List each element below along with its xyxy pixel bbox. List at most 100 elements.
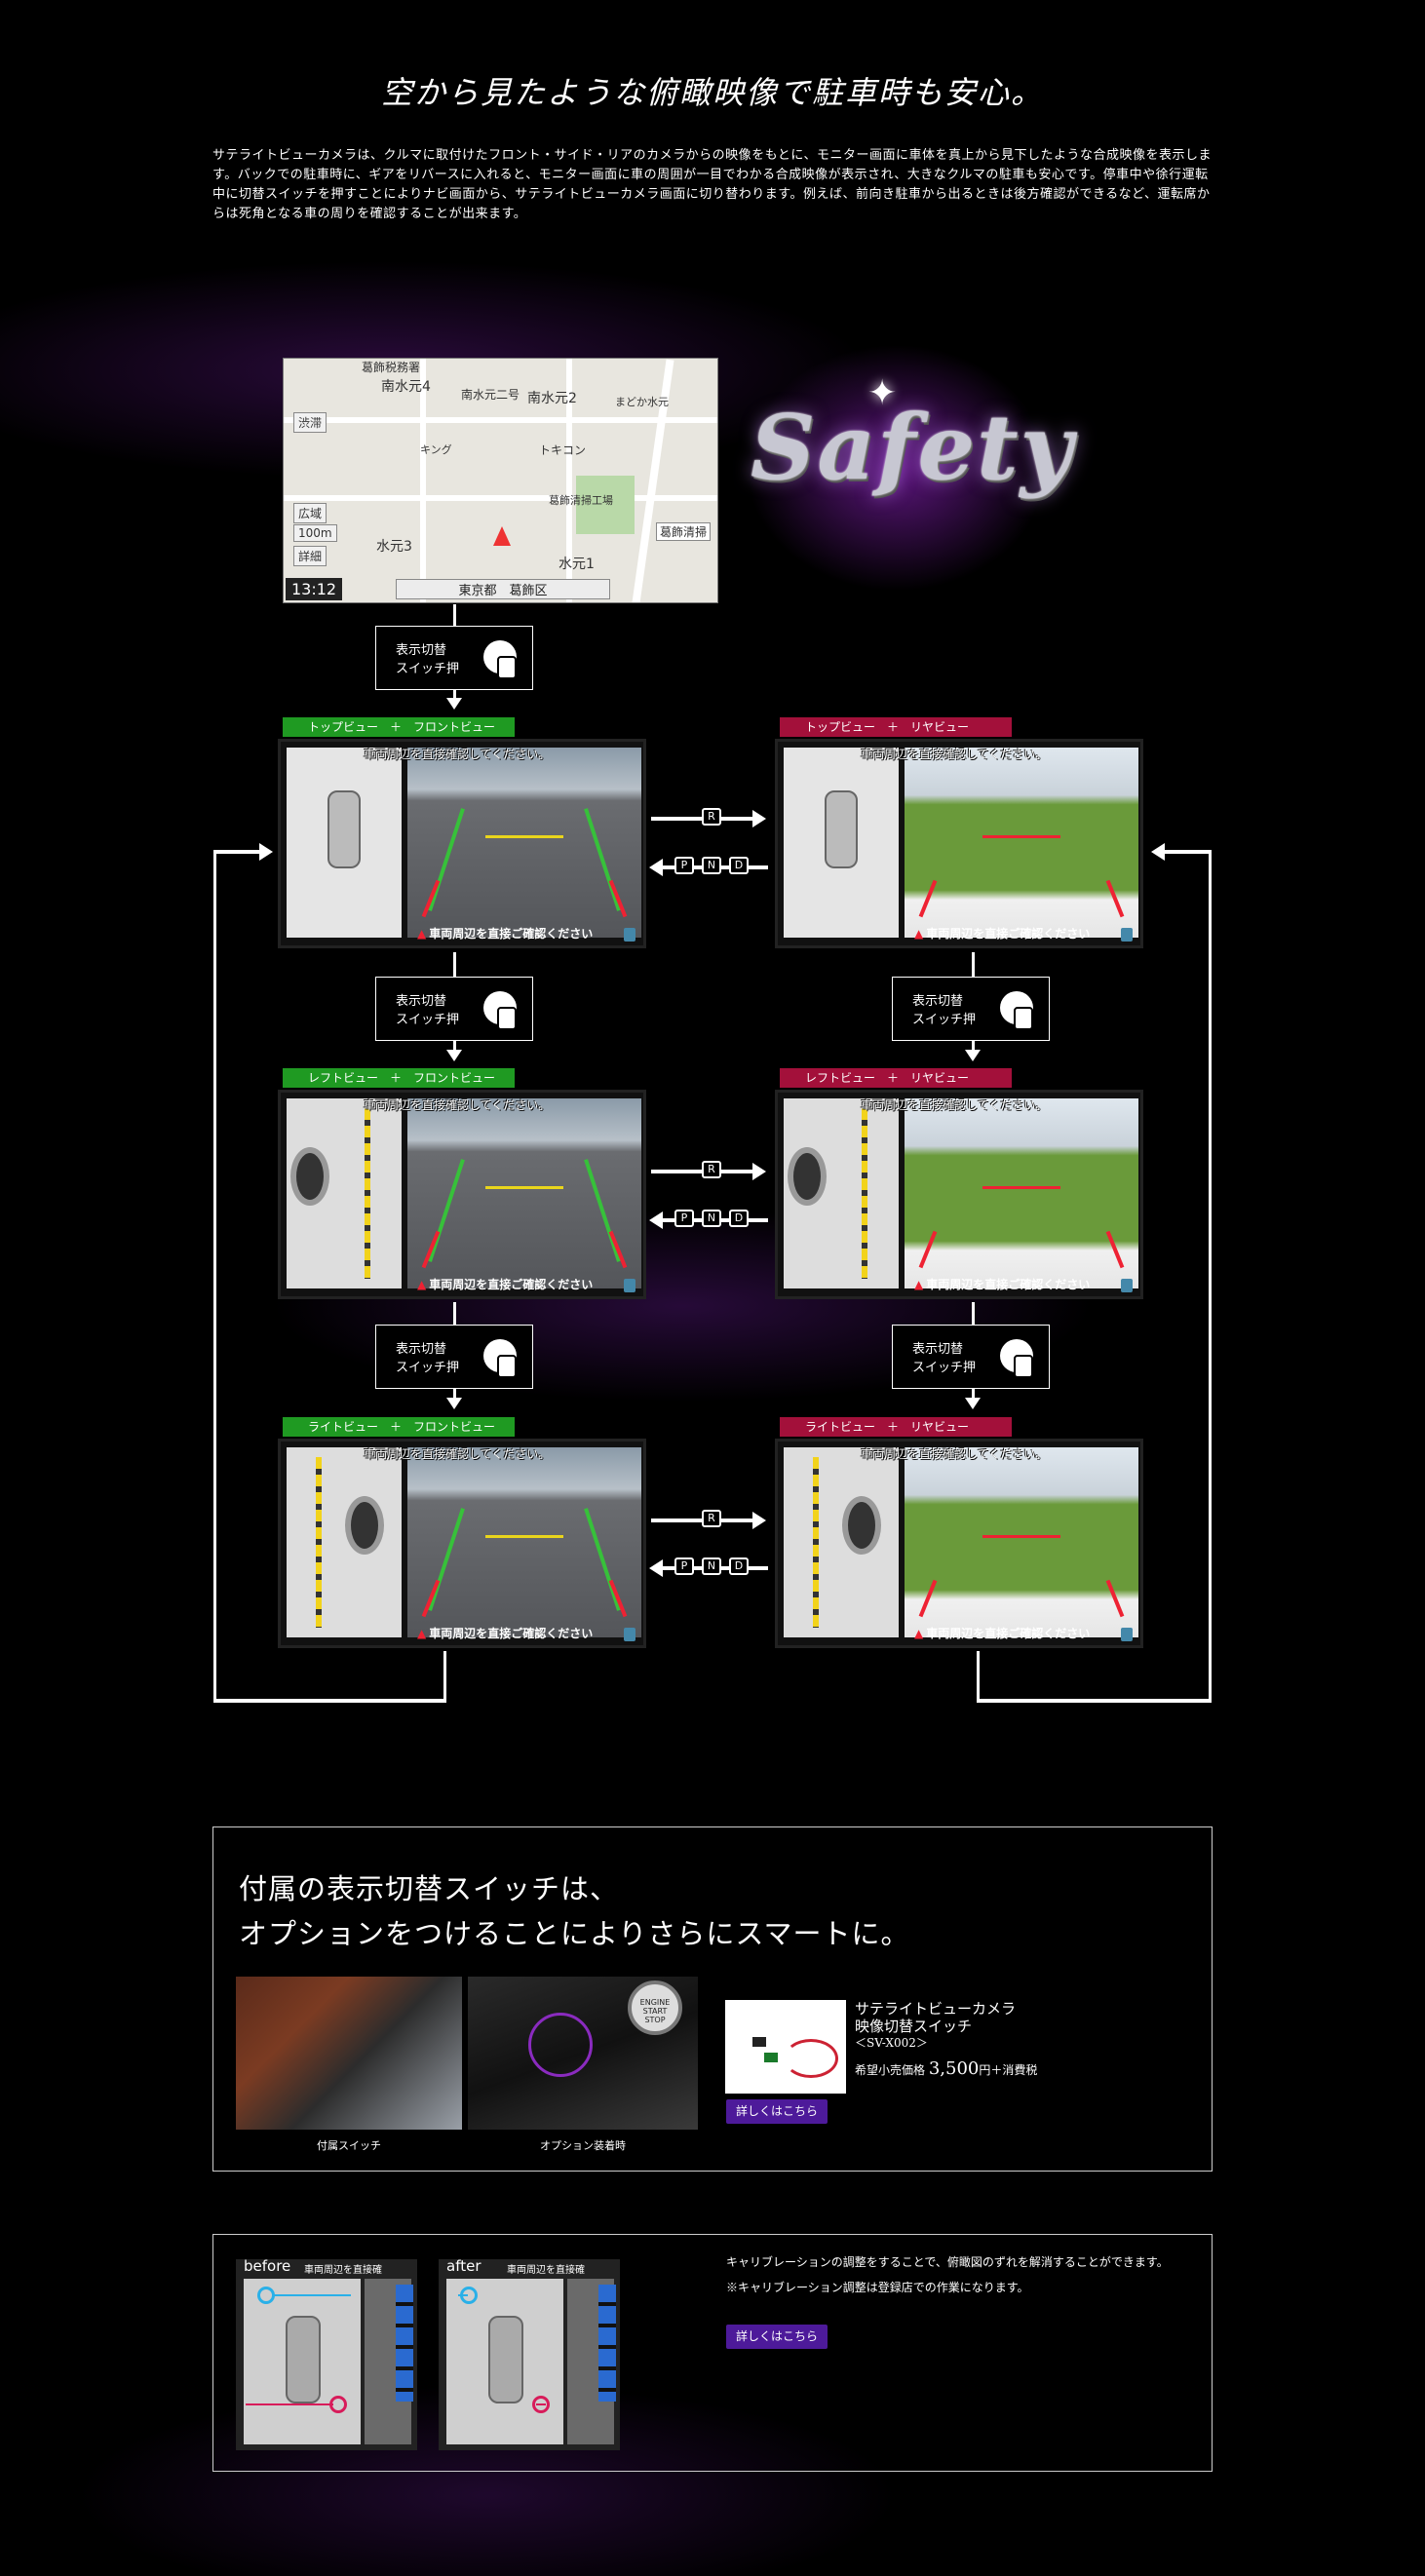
arrow-right-icon xyxy=(259,843,273,861)
switch-label: スイッチ押 xyxy=(912,1013,977,1027)
gear-d-key: D xyxy=(729,1210,749,1227)
map-label: 南水元2 xyxy=(527,391,577,406)
navigation-map: 葛飾税務署 南水元4 南水元二号 南水元2 まどか水元 キング トキコン 葛飾清… xyxy=(283,358,718,603)
arrow-left-icon xyxy=(649,1211,663,1229)
car-top-icon xyxy=(286,2316,321,2403)
product-price: 希望小売価格 3,500円＋消費税 xyxy=(855,2058,1037,2079)
hand-press-icon xyxy=(483,991,517,1030)
map-label: 葛飾清掃 xyxy=(656,522,712,541)
arrow-down-icon xyxy=(446,698,462,710)
product-name-line: サテライトビューカメラ xyxy=(855,2000,1017,2018)
loop-line xyxy=(1209,850,1212,1703)
arrow-down-icon xyxy=(965,1050,981,1061)
gear-d-key: D xyxy=(729,857,749,874)
gear-d-key: D xyxy=(729,1557,749,1575)
hand-press-icon xyxy=(483,640,517,679)
display-switch-box: 表示切替 スイッチ押 xyxy=(892,977,1050,1041)
calibration-details-button[interactable]: 詳しくはこちら xyxy=(726,2325,828,2349)
product-name: サテライトビューカメラ 映像切替スイッチ xyxy=(855,2000,1016,2035)
loop-line xyxy=(213,1699,446,1703)
panel-caption-top: 車両周辺を直接確認してください。 xyxy=(861,748,1048,761)
gear-r-key: R xyxy=(702,1510,721,1527)
loop-line xyxy=(213,850,216,1703)
product-name-line: 映像切替スイッチ xyxy=(855,2018,973,2035)
hero-description: サテライトビューカメラは、クルマに取付けたフロント・サイド・リアのカメラからの映… xyxy=(212,148,1212,221)
gear-n-key: N xyxy=(702,857,721,874)
panel-caption-bottom: 車両周辺を直接ご確認ください xyxy=(914,1276,1090,1292)
product-image xyxy=(725,2000,846,2094)
gear-n-key: N xyxy=(702,1210,721,1227)
map-label: 葛飾税務署 xyxy=(362,361,421,374)
calibration-section xyxy=(212,2234,1213,2472)
arrow-left-icon xyxy=(649,1559,663,1577)
arrow-down-icon xyxy=(446,1050,462,1061)
panel-right-rear: 車両周辺を直接確認してください。 車両周辺を直接ご確認ください xyxy=(775,1439,1143,1648)
arrow-right-icon xyxy=(752,810,766,827)
screen-header: 車両周辺を直接確 xyxy=(304,2265,382,2276)
gear-p-key: P xyxy=(674,1557,694,1575)
loop-line xyxy=(977,1651,980,1702)
panel-caption-bottom: 車両周辺を直接ご確認ください xyxy=(417,1276,593,1292)
panel-tag-right-front: ライトビュー ＋ フロントビュー xyxy=(283,1417,515,1437)
arrow-right-icon xyxy=(752,1163,766,1180)
price-value: 3,500 xyxy=(928,2058,980,2079)
flow-line xyxy=(453,604,456,626)
option-switch-photo: ENGINE START STOP xyxy=(468,1977,698,2130)
sparkle-icon: ✦ xyxy=(867,373,898,413)
panel-caption-top: 車両周辺を直接確認してください。 xyxy=(364,1098,551,1112)
calibration-before-image: 車両周辺を直接確 xyxy=(236,2259,417,2450)
map-label: 水元3 xyxy=(376,539,412,555)
hand-press-icon xyxy=(483,1339,517,1378)
switch-label: スイッチ押 xyxy=(912,1361,977,1375)
product-code: ＜SV-X002＞ xyxy=(855,2036,928,2050)
loop-line xyxy=(443,1651,446,1702)
map-label: キング xyxy=(420,443,452,456)
panel-caption-top: 車両周辺を直接確認してください。 xyxy=(364,1447,551,1461)
photo-caption: 付属スイッチ xyxy=(317,2139,381,2152)
option-title: 付属の表示切替スイッチは、 オプションをつけることによりさらにスマートに。 xyxy=(239,1866,910,1956)
calibration-description: キャリブレーションの調整をすることで、俯瞰図のずれを解消することができます。 xyxy=(726,2255,1169,2269)
marker-circle-icon xyxy=(257,2287,275,2304)
panel-top-rear: 車両周辺を直接確認してください。 車両周辺を直接ご確認ください xyxy=(775,739,1143,948)
arrow-down-icon xyxy=(965,1398,981,1409)
marker-circle-icon xyxy=(532,2396,550,2413)
current-position-icon xyxy=(493,526,511,546)
after-label: after xyxy=(446,2257,481,2275)
price-suffix: 円＋消費税 xyxy=(979,2063,1038,2077)
panel-caption-top: 車両周辺を直接確認してください。 xyxy=(861,1098,1048,1112)
panel-tag-top-rear: トップビュー ＋ リヤビュー xyxy=(780,717,1012,737)
hand-press-icon xyxy=(1000,991,1033,1030)
option-details-button[interactable]: 詳しくはこちら xyxy=(726,2099,828,2124)
display-switch-box: 表示切替 スイッチ押 xyxy=(375,1325,533,1389)
gear-r-key: R xyxy=(702,808,721,826)
before-label: before xyxy=(244,2257,291,2275)
map-label: 葛飾清掃工場 xyxy=(549,494,613,507)
price-prefix: 希望小売価格 xyxy=(855,2063,926,2077)
switch-label: 表示切替 xyxy=(912,994,964,1009)
settings-icon xyxy=(624,1279,635,1292)
map-detail-button[interactable]: 詳細 xyxy=(293,546,327,566)
panel-caption-bottom: 車両周辺を直接ご確認ください xyxy=(914,925,1090,942)
marker-circle-icon xyxy=(460,2287,478,2304)
map-label: 南水元二号 xyxy=(461,388,520,402)
display-switch-box: 表示切替 スイッチ押 xyxy=(375,626,533,690)
map-place-name: 東京都 葛飾区 xyxy=(396,579,610,599)
arrow-right-icon xyxy=(752,1512,766,1529)
switch-label: 表示切替 xyxy=(396,1342,447,1357)
map-wide-button[interactable]: 広域 xyxy=(293,503,327,523)
panel-caption-top: 車両周辺を直接確認してください。 xyxy=(364,748,551,761)
loop-line xyxy=(977,1699,1212,1703)
panel-caption-top: 車両周辺を直接確認してください。 xyxy=(861,1447,1048,1461)
photo-caption: オプション装着時 xyxy=(540,2139,626,2152)
switch-label: スイッチ押 xyxy=(396,1361,460,1375)
arrow-left-icon xyxy=(1151,843,1165,861)
map-traffic-button[interactable]: 渋滞 xyxy=(293,412,327,433)
hero-title: 空から見たような俯瞰映像で駐車時も安心。 xyxy=(380,74,1044,111)
display-switch-box: 表示切替 スイッチ押 xyxy=(375,977,533,1041)
switch-label: 表示切替 xyxy=(396,994,447,1009)
car-top-icon xyxy=(825,790,858,868)
loop-line xyxy=(1165,850,1212,854)
loop-line xyxy=(213,850,260,854)
car-top-icon xyxy=(488,2316,523,2403)
arrow-down-icon xyxy=(446,1398,462,1409)
